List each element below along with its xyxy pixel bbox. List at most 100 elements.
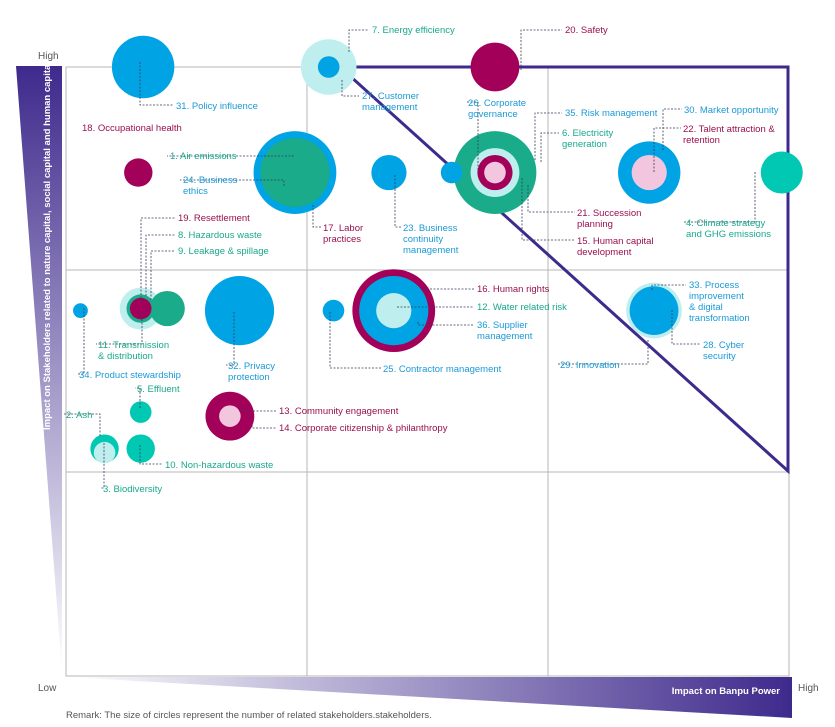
leader-6 (540, 132, 559, 162)
leader-4 (684, 172, 756, 223)
bubble-18 (124, 158, 153, 187)
x-axis-title: Impact on Banpu Power (672, 686, 781, 697)
leader-10 (139, 445, 163, 465)
leader-21 (527, 185, 575, 213)
leader-lines (64, 29, 756, 489)
label-10: 10. Non-hazardous waste (165, 460, 273, 471)
bubble-27 (317, 56, 340, 78)
priority-triangle (336, 65, 790, 475)
bubble-20 (470, 42, 520, 92)
bubble-25 (322, 299, 345, 322)
label-3: 3. Biodiversity (103, 484, 162, 495)
label-19: 19. Resettlement (178, 213, 250, 224)
leader-19 (140, 217, 175, 302)
label-14: 14. Corporate citizenship & philanthropy (279, 423, 448, 434)
leader-32 (226, 312, 235, 366)
leader-20 (520, 29, 562, 70)
bubble-4 (760, 151, 803, 194)
leader-1 (167, 155, 294, 157)
label-29: 29. Innovation (560, 360, 620, 371)
bubble-13 (219, 405, 241, 427)
leader-35 (534, 112, 562, 160)
leader-33 (651, 284, 686, 290)
label-35: 35. Risk management (565, 108, 658, 119)
leader-34 (77, 308, 85, 375)
bubble-12 (376, 293, 412, 329)
leader-24 (180, 179, 285, 186)
bubble-labels: 1. Air emissions 2. Ash 3. Biodiversity 4. … (66, 25, 779, 495)
leader-8 (145, 234, 175, 296)
leader-17 (312, 205, 321, 228)
label-12: 12. Water related risk (477, 302, 567, 313)
leader-7 (348, 29, 369, 52)
bubble-3 (93, 441, 116, 464)
leader-23 (394, 175, 401, 228)
label-9: 9. Leakage & spillage (178, 246, 269, 257)
bubble-26 (440, 161, 463, 184)
leader-27 (341, 80, 359, 97)
remark-note: Remark: The size of circles represent th… (66, 710, 432, 721)
label-1: 1. Air emissions (170, 151, 237, 162)
bubbles (73, 35, 803, 464)
leader-31 (139, 62, 174, 106)
bubble-28 (633, 289, 676, 332)
bubble-5 (129, 401, 152, 423)
label-11: 11. Transmission& distribution (98, 340, 169, 362)
leader-29 (558, 340, 649, 365)
label-18: 18. Occupational health (82, 123, 182, 134)
leader-3 (101, 443, 105, 489)
leader-2 (64, 413, 101, 436)
label-34: 34. Product stewardship (79, 370, 181, 381)
leader-28 (671, 310, 701, 345)
leader-26 (466, 101, 479, 170)
bubble-11 (149, 290, 185, 327)
bubble-19 (129, 297, 152, 320)
label-2: 2. Ash (66, 410, 92, 421)
label-31: 31. Policy influence (176, 101, 258, 112)
leader-16 (424, 287, 474, 290)
bubble-21 (484, 161, 506, 184)
leader-36 (417, 322, 474, 326)
bubble-24 (280, 158, 310, 187)
y-axis-title: Impact on Stakeholders related to nature… (42, 62, 53, 430)
leader-14 (251, 425, 276, 429)
leader-30 (662, 108, 682, 150)
x-low-label: Low (38, 683, 57, 694)
bubble-22 (631, 154, 667, 191)
leader-11 (96, 312, 143, 345)
bubble-23 (371, 154, 407, 191)
label-16: 16. Human rights (477, 284, 550, 295)
label-30: 30. Market opportunity (684, 105, 779, 116)
leader-9 (150, 250, 175, 300)
label-22: 22. Talent attraction &retention (683, 124, 775, 146)
label-25: 25. Contractor management (383, 364, 502, 375)
bubble-10 (126, 434, 155, 463)
label-8: 8. Hazardous waste (178, 230, 262, 241)
label-20: 20. Safety (565, 25, 608, 36)
bubble-34 (73, 303, 88, 318)
x-high-label: High (798, 683, 819, 694)
leader-22 (653, 127, 681, 172)
label-5: 5. Effluent (137, 384, 180, 395)
bubble-32 (204, 276, 275, 346)
x-axis-wedge (66, 677, 792, 718)
label-13: 13. Community engagement (279, 406, 399, 417)
y-axis-wedge (16, 66, 62, 672)
y-high-label: High (38, 51, 59, 62)
label-7: 7. Energy efficiency (372, 25, 455, 36)
bubble-31 (111, 35, 175, 99)
leader-25 (329, 312, 381, 369)
